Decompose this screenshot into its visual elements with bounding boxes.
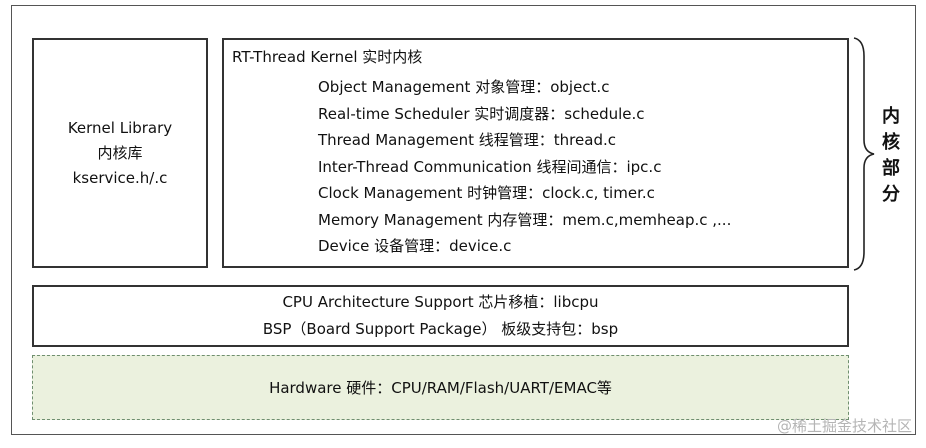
kernel-component-list: Object Management 对象管理：object.c Real-tim… [318,74,731,260]
kernel-brace [853,37,875,271]
kernel-library-cn: 内核库 [97,143,143,162]
kernel-library-box: Kernel Library 内核库 kservice.h/.c [32,38,208,268]
kernel-library-name: Kernel Library [67,118,173,137]
hardware-label: Hardware 硬件：CPU/RAM/Flash/UART/EMAC等 [269,379,612,397]
kernel-item-memory-management: Memory Management 内存管理：mem.c,memheap.c ,… [318,210,732,229]
kernel-library-files: kservice.h/.c [72,168,168,187]
cpu-bsp-box: CPU Architecture Support 芯片移植：libcpu BSP… [32,285,849,347]
kernel-item-ipc: Inter-Thread Communication 线程间通信：ipc.c [318,157,662,176]
kernel-part-label: 内 核 部 分 [876,104,906,208]
diagram-frame [11,5,916,435]
kernel-item-thread-management: Thread Management 线程管理：thread.c [318,131,616,149]
kernel-item-device-management: Device 设备管理：device.c [318,237,512,255]
cpu-architecture-support: CPU Architecture Support 芯片移植：libcpu [282,293,599,311]
watermark: @稀土掘金技术社区 [776,417,912,435]
kernel-part-char-2: 核 [882,132,900,153]
kernel-item-scheduler: Real-time Scheduler 实时调度器：schedule.c [318,104,645,123]
kernel-title: RT-Thread Kernel 实时内核 [232,48,423,66]
kernel-part-char-1: 内 [882,106,900,127]
kernel-part-char-3: 部 [882,158,900,179]
board-support-package: BSP（Board Support Package） 板级支持包：bsp [262,320,619,338]
rt-thread-kernel-box: RT-Thread Kernel 实时内核 Object Management … [222,38,849,268]
kernel-part-char-4: 分 [882,184,900,205]
kernel-item-object-management: Object Management 对象管理：object.c [318,78,610,96]
hardware-box: Hardware 硬件：CPU/RAM/Flash/UART/EMAC等 [32,355,849,420]
kernel-item-clock-management: Clock Management 时钟管理：clock.c, timer.c [318,184,655,202]
